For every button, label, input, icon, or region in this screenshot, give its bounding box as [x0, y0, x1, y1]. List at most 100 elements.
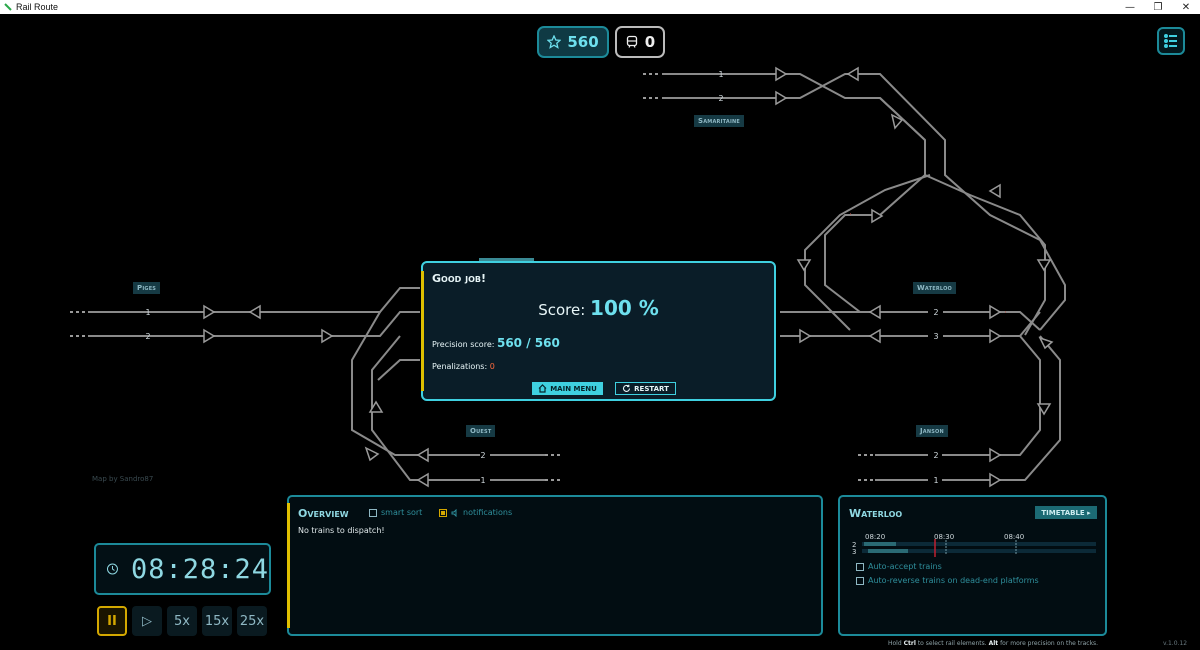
maximize-button[interactable]: ❐	[1153, 1, 1163, 13]
precision-label: Precision score:	[432, 340, 495, 349]
play-button[interactable]: ▷	[132, 606, 162, 636]
signal-icon[interactable]	[868, 328, 881, 344]
speaker-icon	[451, 508, 457, 517]
score-value: 560	[567, 33, 599, 51]
signal-icon[interactable]	[799, 328, 812, 344]
result-dialog: Good job! Score: 100 % Precision score: …	[421, 258, 776, 401]
star-icon	[547, 35, 562, 49]
checkbox-box	[369, 508, 377, 517]
signal-icon[interactable]	[871, 208, 884, 224]
signal-icon[interactable]	[796, 259, 812, 272]
dialog-title: Good job!	[432, 272, 486, 285]
track-waterloo-3[interactable]	[780, 311, 1041, 337]
speed-15x-button[interactable]: 15x	[202, 606, 232, 636]
refresh-icon	[623, 384, 631, 392]
restart-button[interactable]: RESTART	[615, 382, 676, 395]
platform-timeline: 08:20 08:30 08:40 2 3	[852, 533, 1096, 557]
home-icon	[538, 384, 547, 393]
signal-icon[interactable]	[1036, 403, 1052, 416]
station-label-samaritaine[interactable]: Samaritaine	[694, 115, 745, 127]
main-menu-button[interactable]: MAIN MENU	[532, 382, 603, 395]
signal-icon[interactable]	[416, 472, 429, 488]
station-label-ouest[interactable]: Ouest	[466, 425, 496, 437]
platform-bar	[862, 542, 1096, 546]
signal-icon[interactable]	[364, 446, 380, 462]
station-label-piges[interactable]: Piges	[133, 282, 161, 294]
signal-icon[interactable]	[321, 328, 334, 344]
signal-icon[interactable]	[989, 304, 1002, 320]
signal-icon[interactable]	[368, 400, 384, 413]
signal-icon[interactable]	[248, 304, 261, 320]
track-piges-branch2[interactable]	[371, 335, 480, 481]
hint-text: for more precision on the tracks.	[1000, 640, 1099, 647]
occupancy-block	[864, 542, 896, 546]
version-label: v.1.0.12	[1163, 640, 1188, 647]
clock-time: 08:28:24	[130, 553, 269, 585]
signal-icon[interactable]	[989, 472, 1002, 488]
track-waterloo-2[interactable]	[780, 311, 1041, 331]
speed-5x-button[interactable]: 5x	[167, 606, 197, 636]
signal-icon[interactable]	[988, 183, 1001, 199]
pause-icon: II	[107, 613, 117, 629]
track-piges-branch3[interactable]	[377, 359, 420, 381]
game-clock: 08:28:24	[94, 543, 271, 595]
smart-sort-checkbox[interactable]: smart sort	[369, 508, 422, 517]
hint-text: to select rail elements.	[917, 640, 987, 647]
track-janson-loop2[interactable]	[875, 335, 1061, 481]
notifications-checkbox[interactable]: notifications	[439, 508, 512, 517]
signal-icon[interactable]	[203, 304, 216, 320]
speed-25x-label: 25x	[239, 613, 265, 629]
track-samaritaine-1[interactable]	[662, 73, 926, 313]
signal-icon[interactable]	[890, 113, 904, 130]
signal-icon[interactable]	[1036, 259, 1052, 272]
signal-icon[interactable]	[203, 328, 216, 344]
auto-accept-checkbox[interactable]: Auto-accept trains	[856, 562, 942, 571]
auto-reverse-label: Auto-reverse trains on dead-end platform…	[868, 576, 1039, 585]
no-trains-message: No trains to dispatch!	[298, 526, 385, 535]
controls-hint: Hold Ctrl to select rail elements. Alt f…	[888, 640, 1098, 647]
signal-icon[interactable]	[989, 447, 1002, 463]
speed-25x-button[interactable]: 25x	[237, 606, 267, 636]
signal-icon[interactable]	[989, 328, 1002, 344]
track-piges-1[interactable]	[88, 287, 420, 313]
minimize-button[interactable]: —	[1125, 1, 1135, 13]
auto-accept-label: Auto-accept trains	[868, 562, 942, 571]
track-map[interactable]: 1 2 1 2 2 3 2 1 2 1	[0, 14, 1200, 650]
track-samaritaine-2[interactable]	[662, 73, 1066, 331]
station-panel-title: Waterloo	[849, 507, 903, 520]
signal-icon[interactable]	[846, 66, 859, 82]
final-score: Score: 100 %	[423, 296, 774, 320]
station-label-janson[interactable]: Janson	[916, 425, 948, 437]
signal-icon[interactable]	[1038, 336, 1054, 350]
track-loop-left[interactable]	[804, 174, 931, 331]
timetable-label: TIMETABLE	[1041, 508, 1085, 517]
speed-5x-label: 5x	[174, 613, 190, 629]
signal-icon[interactable]	[416, 447, 429, 463]
signal-icon[interactable]	[775, 90, 788, 106]
signal-icon[interactable]	[775, 66, 788, 82]
score-pill: 560	[537, 26, 609, 58]
close-button[interactable]: ✕	[1181, 1, 1191, 13]
track-janson-loop[interactable]	[875, 335, 1041, 456]
train-icon	[626, 35, 637, 48]
speed-15x-label: 15x	[204, 613, 230, 629]
track-samaritaine-inner[interactable]	[879, 97, 1046, 336]
restart-label: RESTART	[634, 384, 669, 393]
list-icon	[1164, 34, 1177, 48]
track-piges-2[interactable]	[88, 311, 420, 337]
signal-icon[interactable]	[868, 304, 881, 320]
window-titlebar: Rail Route — ❐ ✕	[0, 0, 1200, 14]
pause-button[interactable]: II	[97, 606, 127, 636]
menu-button[interactable]	[1157, 27, 1185, 55]
penalizations-value: 0	[489, 362, 495, 371]
checkbox-box	[439, 508, 447, 517]
checkbox-box	[856, 576, 864, 585]
timetable-button[interactable]: TIMETABLE ▸	[1035, 506, 1097, 519]
auto-reverse-checkbox[interactable]: Auto-reverse trains on dead-end platform…	[856, 576, 1039, 585]
track-number: 2	[933, 308, 938, 317]
track-number: 1	[480, 476, 485, 485]
play-icon: ▷	[142, 613, 152, 629]
chevron-right-icon: ▸	[1084, 508, 1091, 517]
station-label-waterloo[interactable]: Waterloo	[913, 282, 956, 294]
timeline-time: 08:30	[934, 533, 954, 541]
